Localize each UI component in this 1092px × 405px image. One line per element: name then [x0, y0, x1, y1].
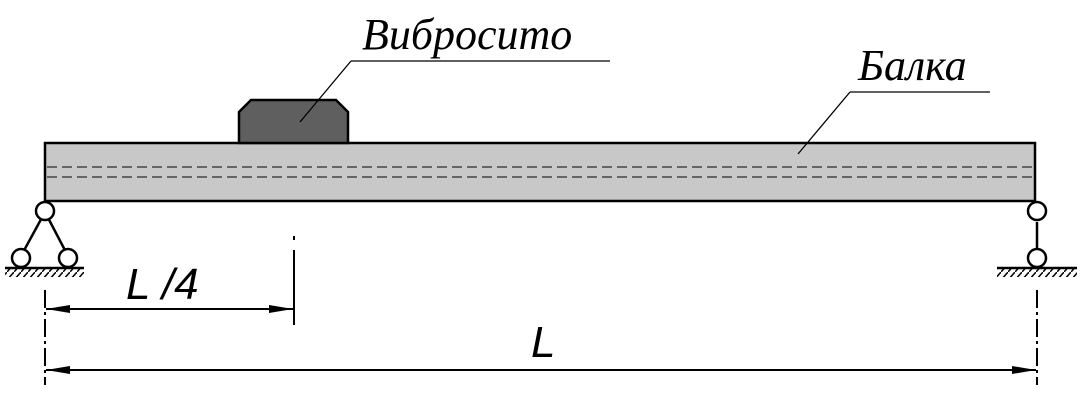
- extension-lines: [44, 236, 1038, 385]
- beam: [43, 141, 1037, 203]
- vibrating-screen-leader: [299, 60, 610, 123]
- beam-leader: [797, 91, 990, 155]
- beam-body: [43, 141, 1037, 203]
- beam-label: Балка: [857, 41, 967, 90]
- full-length-label: L: [531, 318, 555, 367]
- right-roller-support: [997, 200, 1077, 277]
- vibrating-screen-label: Вибросито: [362, 10, 572, 59]
- vibrating-screen: [237, 98, 350, 145]
- quarter-length-label: L /4: [126, 260, 199, 309]
- left-pinned-support: [5, 200, 84, 277]
